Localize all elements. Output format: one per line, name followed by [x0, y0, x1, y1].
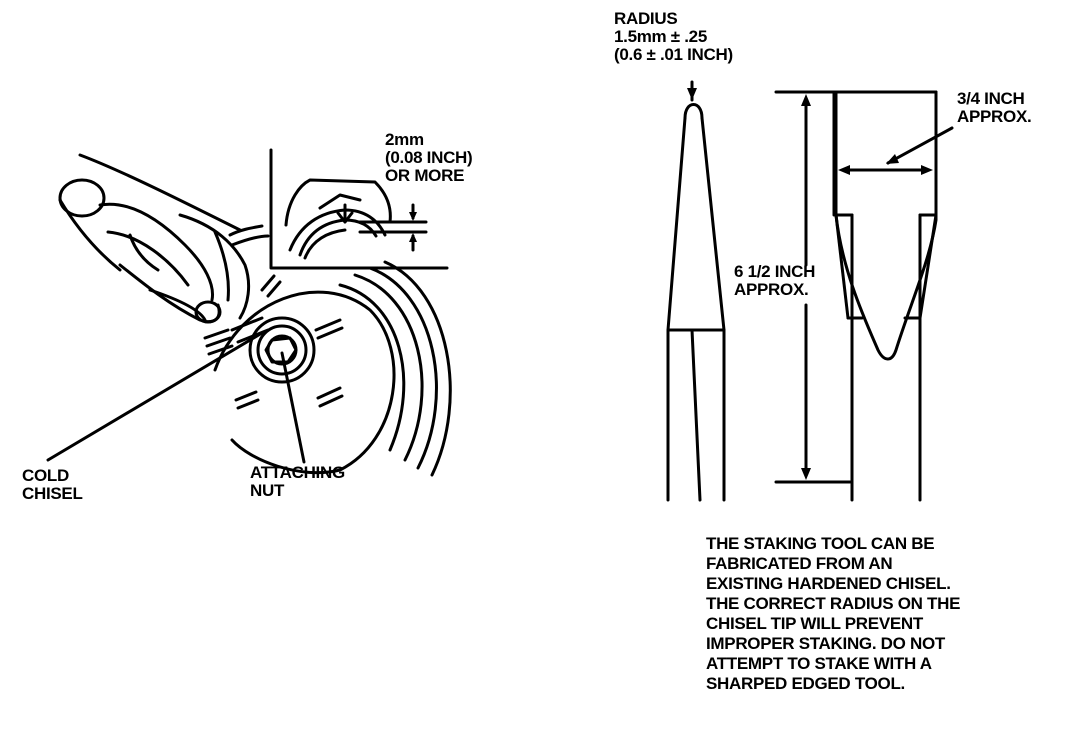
note-line-1: THE STAKING TOOL CAN BE — [706, 534, 935, 553]
width-dimension — [841, 126, 954, 172]
gap-line-1: 2mm — [385, 130, 424, 149]
gap-line-3: OR MORE — [385, 166, 465, 185]
note-line-7: ATTEMPT TO STAKE WITH A — [706, 654, 932, 673]
cold-chisel-label: COLD CHISEL — [22, 467, 83, 503]
cold-chisel-leader — [46, 331, 264, 462]
note-line-8: SHARPED EDGED TOOL. — [706, 674, 905, 693]
note-line-3: EXISTING HARDENED CHISEL. — [706, 574, 951, 593]
radius-line-1: RADIUS — [614, 9, 678, 28]
wheel-studs — [203, 274, 344, 410]
width-line-2: APPROX. — [957, 107, 1032, 126]
wheel-hub-illustration — [203, 260, 452, 477]
radius-line-3: (0.6 ± .01 INCH) — [614, 45, 733, 64]
staking-tool-note: THE STAKING TOOL CAN BE FABRICATED FROM … — [706, 534, 960, 694]
attaching-nut-label: ATTACHING NUT — [250, 464, 345, 500]
gap-label: 2mm (0.08 INCH) OR MORE — [385, 130, 473, 185]
attaching-nut-line-1: ATTACHING — [250, 463, 345, 482]
length-dimension — [774, 90, 852, 484]
radius-label: RADIUS 1.5mm ± .25 (0.6 ± .01 INCH) — [614, 10, 733, 64]
length-line-1: 6 1/2 INCH — [734, 262, 816, 281]
attaching-nut-leader — [280, 351, 306, 464]
gap-line-2: (0.08 INCH) — [385, 148, 473, 167]
staking-tool-front-view — [832, 90, 938, 502]
length-line-2: APPROX. — [734, 280, 809, 299]
attaching-nut-line-2: NUT — [250, 481, 285, 500]
cold-chisel-line-2: CHISEL — [22, 484, 83, 503]
length-label: 6 1/2 INCH APPROX. — [734, 263, 815, 299]
cold-chisel-line-1: COLD — [22, 466, 69, 485]
note-line-2: FABRICATED FROM AN — [706, 554, 893, 573]
note-line-4: THE CORRECT RADIUS ON THE — [706, 594, 961, 613]
inset-detail — [269, 148, 449, 270]
width-label: 3/4 INCH APPROX. — [957, 89, 1032, 126]
radius-line-2: 1.5mm ± .25 — [614, 27, 707, 46]
note-line-5: CHISEL TIP WILL PREVENT — [706, 614, 923, 633]
note-line-6: IMPROPER STAKING. DO NOT — [706, 634, 945, 653]
hand-illustration — [58, 153, 270, 324]
staking-tool-side-view — [666, 80, 726, 502]
width-line-1: 3/4 INCH — [957, 89, 1025, 108]
